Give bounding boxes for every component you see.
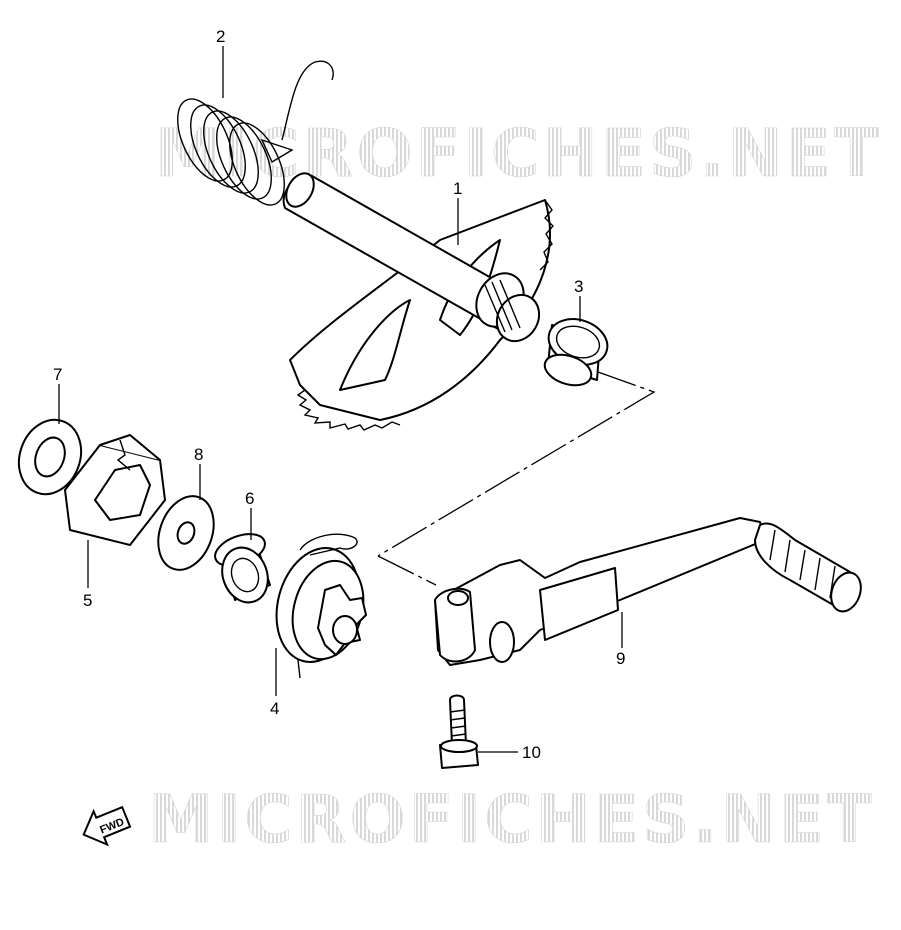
- callout-9: 9: [616, 649, 625, 668]
- ratchet-guide: [64, 434, 166, 546]
- callout-8: 8: [194, 445, 203, 464]
- leader-lines: [58, 46, 623, 753]
- washer-7: [17, 418, 83, 496]
- assembly-line-lower: [377, 555, 437, 586]
- callout-10: 10: [522, 743, 541, 762]
- callout-4: 4: [270, 699, 279, 718]
- callout-2: 2: [216, 27, 225, 46]
- assembly-line-upper: [377, 371, 656, 557]
- kick-return-spring: [177, 60, 334, 206]
- watermark-top: MICROFICHES.NET: [155, 115, 882, 192]
- callout-6: 6: [245, 489, 254, 508]
- shaft-spline: [475, 272, 541, 343]
- fwd-arrow-icon: FWD: [82, 805, 132, 847]
- kick-starter-shaft: [282, 172, 554, 431]
- callout-7: 7: [53, 365, 62, 384]
- watermark-bottom: MICROFICHES.NET: [148, 781, 875, 858]
- kick-grip: [754, 522, 862, 613]
- kick-starter-lever: [434, 517, 862, 666]
- washer-8: [157, 495, 215, 571]
- callout-1: 1: [453, 179, 462, 198]
- bushing: [543, 318, 609, 387]
- bushing-6: [214, 533, 271, 604]
- idler-gear: [275, 533, 367, 679]
- callout-3: 3: [574, 277, 583, 296]
- callout-5: 5: [83, 591, 92, 610]
- bolt: [439, 694, 479, 769]
